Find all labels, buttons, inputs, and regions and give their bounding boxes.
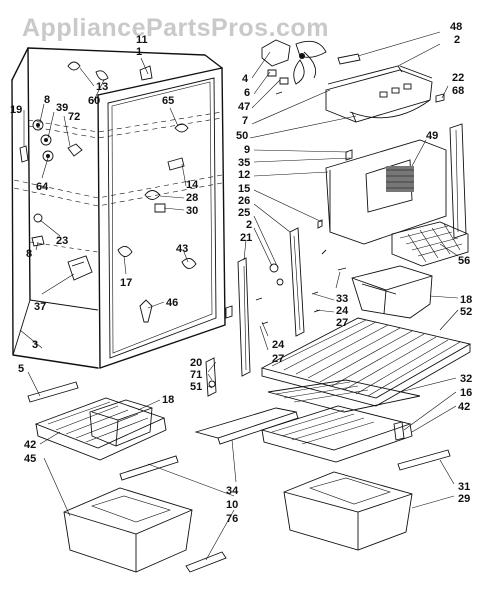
part-label-4: 4 xyxy=(242,73,249,85)
part-label-15: 15 xyxy=(238,183,250,195)
part-label-22: 22 xyxy=(452,72,464,84)
part-label-24-lower: 24 xyxy=(272,339,285,351)
cabinet-liner xyxy=(11,47,226,369)
part-label-49: 49 xyxy=(426,130,438,142)
part-label-45: 45 xyxy=(24,453,36,465)
watermark-text: AppliancePartsPros.com xyxy=(22,14,329,42)
crisper-drawer-left xyxy=(63,455,193,573)
part-label-30: 30 xyxy=(186,205,198,217)
part-label-35: 35 xyxy=(238,157,250,169)
cabinet-small-parts xyxy=(19,119,197,323)
part-label-43: 43 xyxy=(176,243,188,255)
part-label-76: 76 xyxy=(226,513,238,525)
part-label-26: 26 xyxy=(238,195,250,207)
control-housing-parts xyxy=(205,357,217,397)
crisper-cover-right xyxy=(260,405,451,471)
part-label-23: 23 xyxy=(56,235,68,247)
part-label-12: 12 xyxy=(238,169,250,181)
part-label-71: 71 xyxy=(190,369,202,381)
part-label-65: 65 xyxy=(162,95,174,107)
part-label-25: 25 xyxy=(238,207,250,219)
part-label-32: 32 xyxy=(460,373,472,385)
part-label-2-top: 2 xyxy=(454,34,460,46)
part-label-24: 24 xyxy=(336,305,349,317)
evaporator-cover xyxy=(317,139,447,245)
part-label-17: 17 xyxy=(120,277,132,289)
part-label-42-right: 42 xyxy=(458,401,470,413)
part-label-68: 68 xyxy=(452,85,464,97)
wire-shelf xyxy=(260,317,472,407)
part-label-7: 7 xyxy=(242,115,248,127)
part-label-39: 39 xyxy=(56,102,68,114)
part-label-14: 14 xyxy=(186,179,199,191)
part-label-31: 31 xyxy=(458,481,470,493)
air-duct-cover xyxy=(325,65,445,123)
part-label-34: 34 xyxy=(226,485,239,497)
part-label-28: 28 xyxy=(186,192,198,204)
part-label-18-right: 18 xyxy=(460,294,472,306)
part-number-labels: 1 11 13 60 8 39 19 72 64 65 14 28 30 23 … xyxy=(10,21,472,525)
part-label-42-left: 42 xyxy=(24,439,36,451)
crisper-drawer-right xyxy=(283,471,413,551)
right-side-rail xyxy=(449,123,467,239)
shelf-support-rails xyxy=(225,227,347,377)
part-label-48: 48 xyxy=(450,21,462,33)
part-label-33: 33 xyxy=(336,293,348,305)
part-label-11: 11 xyxy=(136,34,148,46)
part-label-27-lower: 27 xyxy=(272,353,284,365)
part-label-56: 56 xyxy=(458,255,470,267)
part-label-27: 27 xyxy=(336,317,348,329)
part-label-8: 8 xyxy=(44,94,50,106)
part-label-1: 1 xyxy=(136,46,142,58)
part-label-29: 29 xyxy=(458,493,470,505)
meat-keeper-assembly xyxy=(27,381,167,461)
part-label-20: 20 xyxy=(190,357,202,369)
crisper-cover-frame xyxy=(194,379,421,445)
part-label-37: 37 xyxy=(34,301,46,313)
part-label-18-left: 18 xyxy=(162,394,174,406)
part-label-47: 47 xyxy=(238,101,250,113)
part-label-19: 19 xyxy=(10,104,22,116)
part-label-52: 52 xyxy=(460,306,472,318)
part-label-13: 13 xyxy=(96,81,108,93)
part-label-46: 46 xyxy=(166,297,178,309)
part-label-64: 64 xyxy=(36,181,49,193)
part-label-6: 6 xyxy=(244,87,250,99)
ice-bin xyxy=(351,265,433,319)
part-label-9: 9 xyxy=(244,144,250,156)
evaporator-fan-assembly xyxy=(261,39,361,95)
ice-cube-tray xyxy=(391,221,469,267)
part-label-51: 51 xyxy=(190,381,202,393)
part-label-5: 5 xyxy=(18,363,24,375)
part-label-60: 60 xyxy=(88,95,100,107)
part-label-21: 21 xyxy=(240,232,252,244)
part-label-2-mid: 2 xyxy=(246,219,252,231)
part-label-8-lower: 8 xyxy=(26,248,32,260)
part-label-16: 16 xyxy=(460,387,472,399)
part-label-72: 72 xyxy=(68,111,80,123)
bottom-trim-strip xyxy=(185,551,227,573)
part-label-3: 3 xyxy=(32,339,38,351)
part-label-10: 10 xyxy=(226,499,238,511)
part-label-50: 50 xyxy=(236,130,248,142)
leader-lines xyxy=(19,31,459,561)
